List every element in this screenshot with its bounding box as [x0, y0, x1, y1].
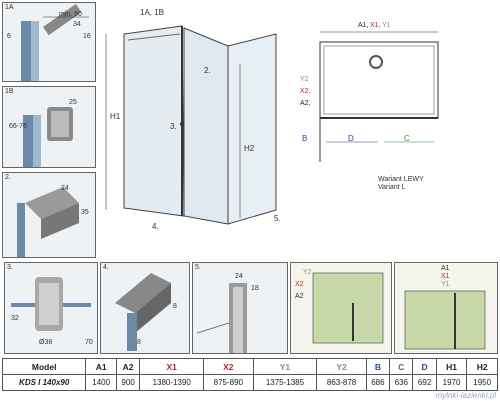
sp2-a1: A1	[441, 265, 450, 272]
spec-header-h1: H1	[435, 358, 468, 375]
detail-3-label: 3.	[7, 264, 13, 271]
plan-x1: X1,	[370, 22, 381, 29]
spec-cell-h1: 1970	[435, 374, 468, 391]
dim-8b: 8	[137, 339, 141, 346]
small-plan-1: A2 X2 Y2	[290, 262, 392, 354]
spec-cell-a1: 1400	[85, 374, 117, 391]
dim-25: 25	[69, 99, 77, 106]
plan-y1: Y1	[382, 22, 391, 29]
detail-4-panel: 4. 8 8	[100, 262, 190, 354]
spec-header-y1: Y1	[252, 358, 318, 375]
spec-header-a2: A2	[115, 358, 141, 375]
enclosure-drawing	[105, 25, 277, 225]
label-h1: H1	[110, 112, 121, 121]
dim-32: 32	[11, 315, 19, 322]
spec-header-b: B	[365, 358, 391, 375]
spec-header-x2: X2	[203, 358, 254, 375]
sp2-y1: Y1	[441, 281, 450, 288]
dim-8a: 8	[173, 303, 177, 310]
detail-5-drawing	[196, 283, 247, 353]
dim-35: 35	[81, 209, 89, 216]
label-4: 4.	[152, 222, 159, 231]
sp1-a2: A2	[295, 293, 304, 300]
detail-2-label: 2.	[5, 174, 11, 181]
label-h2: H2	[244, 144, 255, 153]
plan-d: D	[348, 134, 354, 143]
sp1-x2: X2	[295, 281, 304, 288]
dim-66-76: 66-76	[9, 123, 27, 130]
dim-16: 16	[83, 33, 91, 40]
label-3: 3.	[170, 122, 177, 131]
plan-a2: A2,	[300, 100, 311, 107]
spec-header-d: D	[412, 358, 437, 375]
dim-34: 34	[73, 21, 81, 28]
dim-dia38: Ø38	[39, 339, 53, 346]
small-plan-1-drawing	[312, 272, 384, 344]
small-plan-2: A1 X1 Y1	[394, 262, 498, 354]
spec-header-a1: A1	[85, 358, 117, 375]
spec-cell-c: 636	[389, 374, 414, 391]
plan-c: C	[404, 134, 410, 143]
spec-cell-y2: 863-878	[316, 374, 367, 391]
spec-cell-model: KDS I 140x90	[1, 374, 87, 391]
label-2: 2.	[204, 66, 211, 75]
main-3d-view: 1A, 1B 2. 3. 4. 5. H1 H2	[100, 4, 290, 240]
spec-cell-x2: 875-890	[203, 374, 254, 391]
sp1-y2: Y2	[303, 269, 312, 276]
label-5: 5.	[274, 214, 281, 223]
dim-18: 18	[251, 285, 259, 292]
spec-cell-a2: 900	[115, 374, 141, 391]
detail-2-drawing	[17, 187, 79, 257]
dim-min90: min. 90	[59, 11, 82, 18]
plan-x2: X2,	[300, 88, 311, 95]
plan-drawing	[319, 31, 439, 162]
spec-cell-h2: 1950	[466, 374, 498, 391]
detail-1b-label: 1B	[5, 88, 14, 95]
label-1a-1b: 1A, 1B	[140, 8, 165, 17]
spec-cell-d: 692	[412, 374, 437, 391]
detail-1b-panel: 1B 25 66-76	[2, 86, 96, 168]
variant-lewy: Wariant LEWY	[378, 176, 424, 183]
plan-y2: Y2	[300, 76, 309, 83]
plan-view: A1, X1, Y1 A2, X2, Y2 B D C Wariant LEWY…	[296, 22, 498, 192]
detail-4-label: 4.	[103, 264, 109, 271]
variant-l: Variant L	[378, 184, 406, 191]
detail-5-panel: 5. 24 18	[192, 262, 288, 354]
detail-1b-drawing	[23, 107, 73, 167]
spec-header-c: C	[389, 358, 414, 375]
detail-1a-drawing	[21, 4, 89, 81]
detail-1a-panel: 1A min. 90 34 16 6	[2, 2, 96, 82]
dim-24b: 24	[235, 273, 243, 280]
small-plan-2-drawing	[404, 290, 486, 350]
sp2-x1: X1	[441, 273, 450, 280]
dim-70: 70	[85, 339, 93, 346]
spec-header-y2: Y2	[316, 358, 367, 375]
watermark: mylnki-lazienki.pl	[435, 391, 496, 400]
detail-3-drawing	[11, 277, 91, 331]
detail-2-panel: 2. 24 35	[2, 172, 96, 258]
plan-b: B	[302, 134, 308, 143]
spec-header-x1: X1	[139, 358, 205, 375]
detail-4-drawing	[115, 273, 171, 351]
spec-cell-y1: 1375-1385	[252, 374, 318, 391]
spec-cell-b: 686	[365, 374, 391, 391]
dim-24: 24	[61, 185, 69, 192]
detail-1a-label: 1A	[5, 4, 14, 11]
spec-header-model: Model	[1, 358, 87, 375]
spec-header-h2: H2	[466, 358, 498, 375]
detail-3-panel: 3. 32 Ø38 70	[4, 262, 98, 354]
detail-5-label: 5.	[195, 264, 201, 271]
plan-a1: A1,	[358, 22, 369, 29]
spec-cell-x1: 1380-1390	[139, 374, 205, 391]
dim-6: 6	[7, 33, 11, 40]
